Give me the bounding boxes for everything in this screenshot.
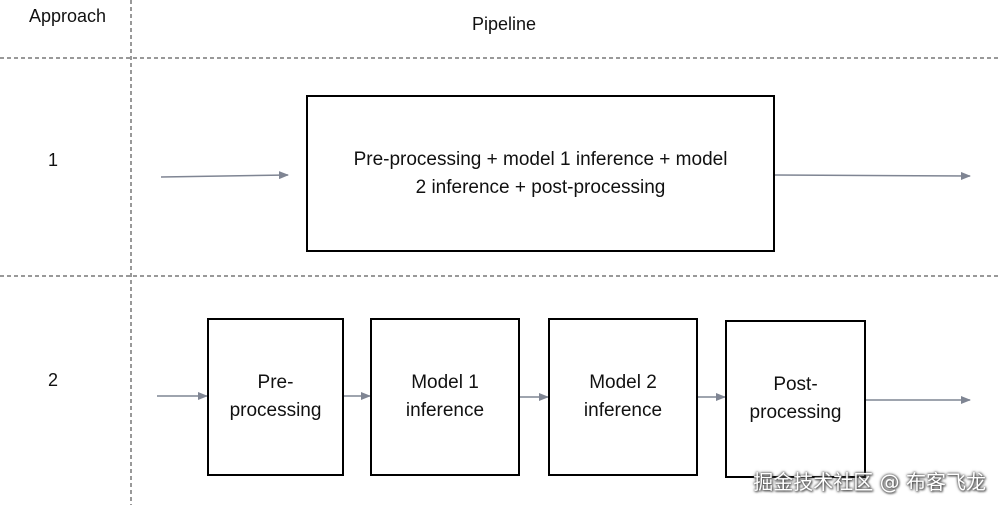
postprocessing-stage-text: Post-processing [749, 374, 842, 423]
model1-stage-box: Model 1 inference [370, 318, 520, 476]
approach-header: Approach [29, 6, 107, 26]
row1-input-arrow [160, 171, 289, 180]
preprocessing-stage-text: Pre-processing [229, 372, 322, 421]
pipeline-header: Pipeline [472, 14, 537, 34]
model2-stage-box: Model 2 inference [548, 318, 698, 476]
combined-stage-text: Pre-processing + model 1 inference + mod… [353, 148, 728, 198]
approach-2-label: 2 [48, 370, 59, 390]
model2-stage-text: Model 2 inference [583, 372, 663, 421]
watermark-text: 掘金技术社区 @ 布客飞龙 [753, 470, 986, 494]
postprocessing-stage-box: Post-processing [725, 320, 866, 478]
preprocessing-stage-box: Pre-processing [207, 318, 344, 476]
row1-output-arrow [774, 171, 971, 180]
model1-stage-text: Model 1 inference [405, 372, 485, 421]
approach-1-label: 1 [48, 150, 59, 170]
combined-stage-box: Pre-processing + model 1 inference + mod… [306, 95, 775, 252]
